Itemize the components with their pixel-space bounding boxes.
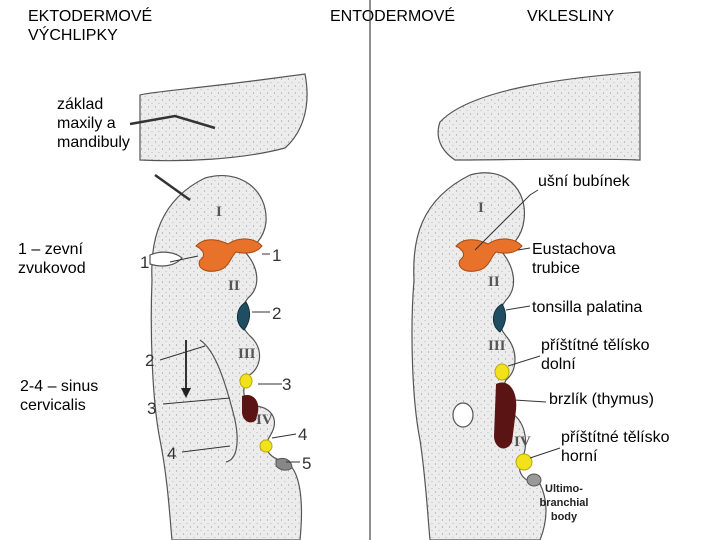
pouch-number-2: 2 bbox=[272, 304, 281, 323]
header-entoderm: ENTODERMOVÉ bbox=[330, 8, 456, 25]
leader-lower-parathyroid bbox=[507, 355, 541, 367]
parathyroid-lower-right bbox=[494, 363, 510, 381]
pouch-1-right bbox=[455, 238, 523, 272]
thymus-right bbox=[494, 382, 517, 449]
sinus-cervicalis-outline bbox=[199, 339, 238, 463]
label-upper-parathyroid: příštítné tělísko horní bbox=[561, 429, 670, 465]
leader-pouch-1-left bbox=[169, 255, 199, 263]
ultimobranchial-label-line3: body bbox=[551, 511, 578, 523]
arch-numeral-iv-right: IV bbox=[514, 434, 531, 450]
cervical-vesicle-right bbox=[452, 402, 474, 428]
ultimobranchial-body bbox=[526, 473, 542, 487]
label-eardrum: ušní bubínek bbox=[538, 173, 630, 190]
label-external-meatus: 1 – zevní zvukovod bbox=[18, 241, 86, 277]
leader-maxilla bbox=[129, 114, 216, 130]
leader-num-3-sinus bbox=[162, 397, 231, 405]
arch-numeral-ii-left: II bbox=[228, 278, 240, 294]
arch-numeral-iv-left: IV bbox=[256, 412, 273, 428]
arch-numeral-ii-right: II bbox=[488, 274, 500, 290]
pouch-2-right bbox=[493, 303, 507, 333]
arch-column-left bbox=[150, 174, 303, 540]
leader-eustachian bbox=[517, 247, 531, 251]
parathyroid-upper-left bbox=[259, 439, 273, 453]
cleft-number-3: 3 bbox=[147, 399, 156, 418]
leader-arch-i bbox=[154, 173, 191, 202]
arch-numeral-i-left: I bbox=[216, 204, 222, 220]
external-meatus-notch bbox=[149, 251, 183, 267]
pouch-number-5: 5 bbox=[302, 454, 311, 473]
leader-eardrum bbox=[474, 189, 539, 251]
label-lower-parathyroid: příštítné tělísko dolní bbox=[541, 337, 650, 373]
pouch-5-left bbox=[275, 457, 293, 471]
pouch-number-3: 3 bbox=[282, 375, 291, 394]
leader-num-4 bbox=[271, 433, 297, 439]
maxilla-mandible-right bbox=[437, 71, 641, 161]
leader-num-2-sinus bbox=[159, 345, 206, 361]
arch-numeral-iii-left: III bbox=[238, 346, 256, 362]
arch-numeral-iii-right: III bbox=[488, 338, 506, 354]
leader-num-4-sinus bbox=[181, 445, 231, 453]
pouch-2-left bbox=[237, 301, 251, 331]
parathyroid-lower-left bbox=[239, 373, 253, 389]
label-thymus: brzlík (thymus) bbox=[549, 391, 654, 408]
label-maxilla-mandible: základ maxily a mandibuly bbox=[57, 96, 130, 151]
header-clefts: VKLESLINY bbox=[527, 8, 615, 25]
label-palatine-tonsil: tonsilla palatina bbox=[532, 299, 643, 316]
arch-column-right bbox=[411, 172, 547, 540]
cleft-number-1: 1 bbox=[140, 253, 149, 272]
thymus-left bbox=[242, 394, 259, 423]
parathyroid-upper-right bbox=[515, 453, 533, 471]
header-ectoderm: EKTODERMOVÉ VÝCHLIPKY bbox=[28, 8, 153, 44]
pouch-number-1: 1 bbox=[272, 246, 281, 265]
arch-numeral-i-right: I bbox=[478, 200, 484, 216]
pouch-1-left bbox=[195, 238, 263, 272]
label-sinus-cervicalis: 2-4 – sinus cervicalis bbox=[20, 378, 99, 414]
label-eustachian-tube: Eustachova trubice bbox=[532, 241, 616, 277]
leader-thymus bbox=[513, 399, 547, 403]
maxilla-mandible-left bbox=[139, 73, 308, 162]
sinus-arrow-head bbox=[181, 388, 191, 398]
leader-upper-parathyroid bbox=[529, 447, 561, 459]
cleft-number-4: 4 bbox=[167, 444, 176, 463]
cleft-number-2: 2 bbox=[145, 351, 154, 370]
ultimobranchial-label-line2: branchial bbox=[540, 497, 589, 509]
ultimobranchial-label-line1: Ultimo- bbox=[545, 483, 583, 495]
pouch-number-4: 4 bbox=[298, 425, 307, 444]
leader-tonsil bbox=[505, 305, 531, 311]
